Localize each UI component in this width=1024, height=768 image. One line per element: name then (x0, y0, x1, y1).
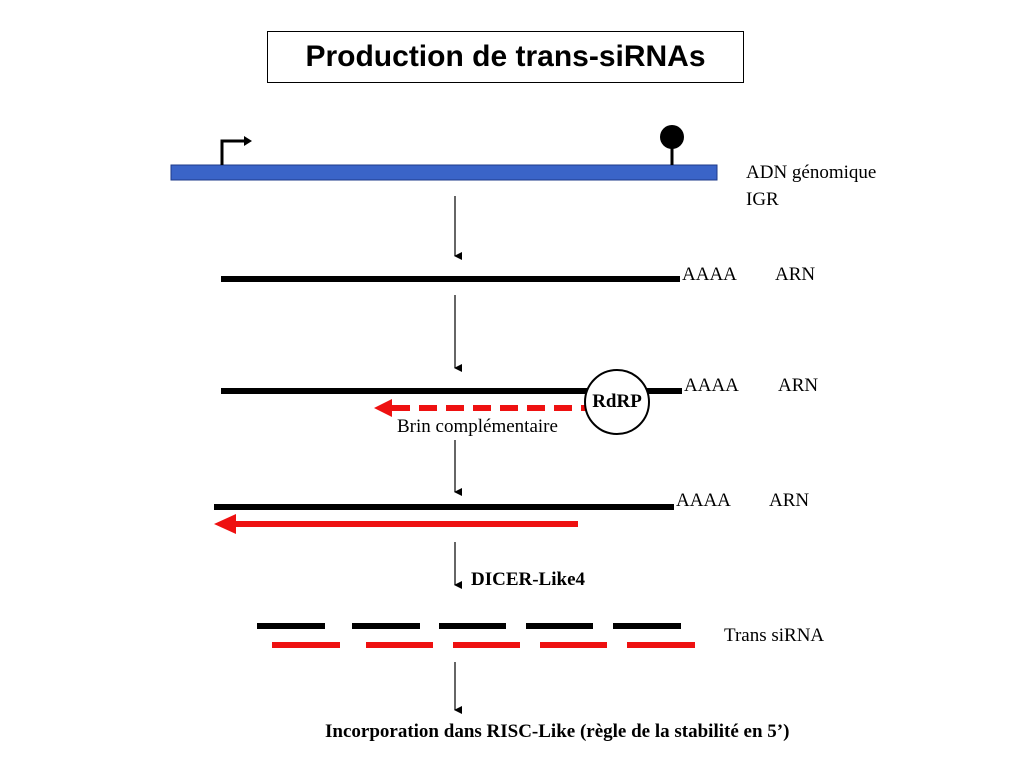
rdrp-circle (584, 369, 650, 435)
sirna-label: Trans siRNA (724, 625, 825, 646)
rna2-polya: AAAA (684, 375, 739, 396)
rna3-polya: AAAA (676, 490, 731, 511)
complementary-full-arrowhead-icon (214, 514, 236, 534)
complementary-arrowhead-icon (374, 399, 392, 417)
dna-label-line1: ADN génomique (746, 162, 877, 183)
rna2-label: ARN (778, 375, 819, 396)
promoter-arrow-icon (220, 139, 246, 165)
terminator-icon (660, 125, 684, 149)
dicer-label: DICER-Like4 (471, 569, 586, 590)
final-label: Incorporation dans RISC-Like (règle de l… (325, 721, 790, 742)
promoter-arrowhead-icon (244, 136, 252, 146)
dna-bar (170, 164, 718, 181)
page-title: Production de trans-siRNAs (267, 31, 744, 83)
rna3-label: ARN (769, 490, 810, 511)
rna1-label: ARN (775, 264, 816, 285)
rna1-polya: AAAA (682, 264, 737, 285)
dna-label-line2: IGR (746, 189, 779, 210)
rdrp-label: RdRP (592, 391, 642, 412)
strand-label: Brin complémentaire (397, 416, 558, 437)
